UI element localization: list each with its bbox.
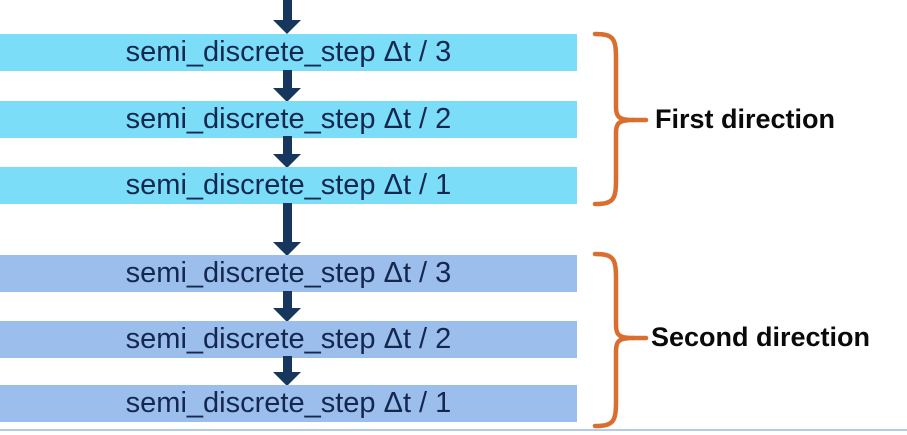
arrow-stem — [282, 356, 292, 372]
step-box-first-2: semi_discrete_step Δt / 2 — [0, 101, 577, 138]
arrow-head — [273, 154, 301, 168]
step-box-second-2: semi_discrete_step Δt / 2 — [0, 321, 577, 358]
arrow-head — [273, 242, 301, 256]
down-arrow-icon — [273, 203, 301, 256]
arrow-head — [273, 308, 301, 322]
arrow-head — [273, 88, 301, 102]
arrow-head — [273, 372, 301, 386]
step-box-second-1: semi_discrete_step Δt / 1 — [0, 385, 577, 422]
step-box-first-1: semi_discrete_step Δt / 1 — [0, 167, 577, 204]
label-first-direction: First direction — [655, 104, 836, 134]
down-arrow-icon — [273, 291, 301, 322]
bottom-edge-line — [0, 429, 907, 431]
down-arrow-icon — [273, 356, 301, 386]
down-arrow-icon — [273, 0, 301, 34]
arrow-stem — [282, 203, 292, 242]
arrow-stem — [282, 136, 292, 154]
step-box-first-3: semi_discrete_step Δt / 3 — [0, 34, 577, 71]
down-arrow-icon — [273, 70, 301, 102]
arrow-stem — [282, 291, 292, 308]
brace-second-direction-icon — [592, 251, 649, 429]
step-box-label: semi_discrete_step Δt / 2 — [125, 323, 452, 355]
arrow-head — [273, 20, 301, 34]
step-box-label: semi_discrete_step Δt / 1 — [125, 169, 452, 201]
down-arrow-icon — [273, 136, 301, 168]
step-box-label: semi_discrete_step Δt / 1 — [125, 387, 452, 419]
arrow-stem — [282, 70, 292, 88]
step-box-label: semi_discrete_step Δt / 3 — [125, 257, 452, 289]
brace-first-direction-icon — [592, 31, 649, 207]
step-box-label: semi_discrete_step Δt / 2 — [125, 103, 452, 135]
step-box-second-3: semi_discrete_step Δt / 3 — [0, 255, 577, 292]
step-box-label: semi_discrete_step Δt / 3 — [125, 36, 452, 68]
label-second-direction: Second direction — [651, 322, 871, 352]
arrow-stem — [282, 0, 292, 20]
